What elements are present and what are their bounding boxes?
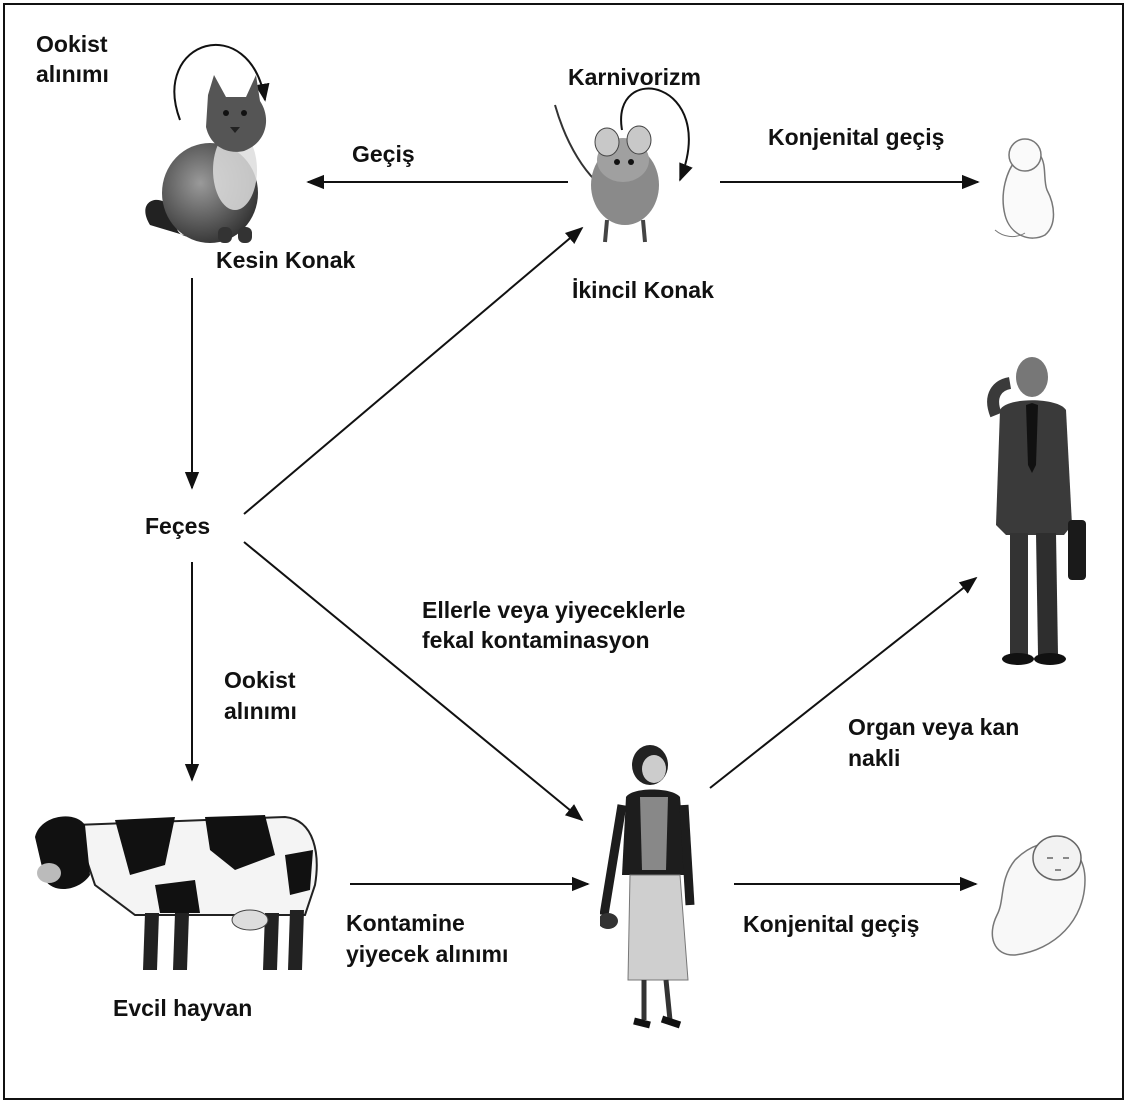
ookist-label-top-line2: alınımı bbox=[36, 60, 109, 89]
baby-illustration bbox=[985, 820, 1095, 960]
karnivorizm-label: Karnivorizm bbox=[568, 63, 701, 92]
kontamine-line2: yiyecek alınımı bbox=[346, 940, 508, 969]
fecal-contamination-line1: Ellerle veya yiyeceklerle bbox=[422, 596, 685, 625]
konjenital-gecis-top-label: Konjenital geçiş bbox=[768, 123, 944, 152]
fecal-contamination-line2: fekal kontaminasyon bbox=[422, 626, 650, 655]
kontamine-line1: Kontamine bbox=[346, 909, 465, 938]
arrow-woman-to-man bbox=[710, 578, 976, 788]
gecis-label: Geçiş bbox=[352, 140, 415, 169]
ikincil-konak-label: İkincil Konak bbox=[572, 276, 714, 305]
woman-illustration bbox=[600, 735, 710, 1035]
fetus-illustration bbox=[985, 135, 1065, 250]
organ-kan-nakli-line1: Organ veya kan bbox=[848, 713, 1019, 742]
feces-label: Feçes bbox=[145, 512, 210, 541]
ookist-label-mid-line1: Ookist bbox=[224, 666, 296, 695]
evcil-hayvan-label: Evcil hayvan bbox=[113, 994, 252, 1023]
mouse-illustration bbox=[545, 100, 675, 250]
man-illustration bbox=[980, 355, 1090, 670]
organ-kan-nakli-line2: nakli bbox=[848, 744, 900, 773]
ookist-label-mid-line2: alınımı bbox=[224, 697, 297, 726]
kesin-konak-label: Kesin Konak bbox=[216, 246, 355, 275]
konjenital-gecis-bottom-label: Konjenital geçiş bbox=[743, 910, 919, 939]
ookist-label-top-line1: Ookist bbox=[36, 30, 108, 59]
cat-illustration bbox=[140, 75, 280, 250]
cow-illustration bbox=[35, 795, 325, 975]
